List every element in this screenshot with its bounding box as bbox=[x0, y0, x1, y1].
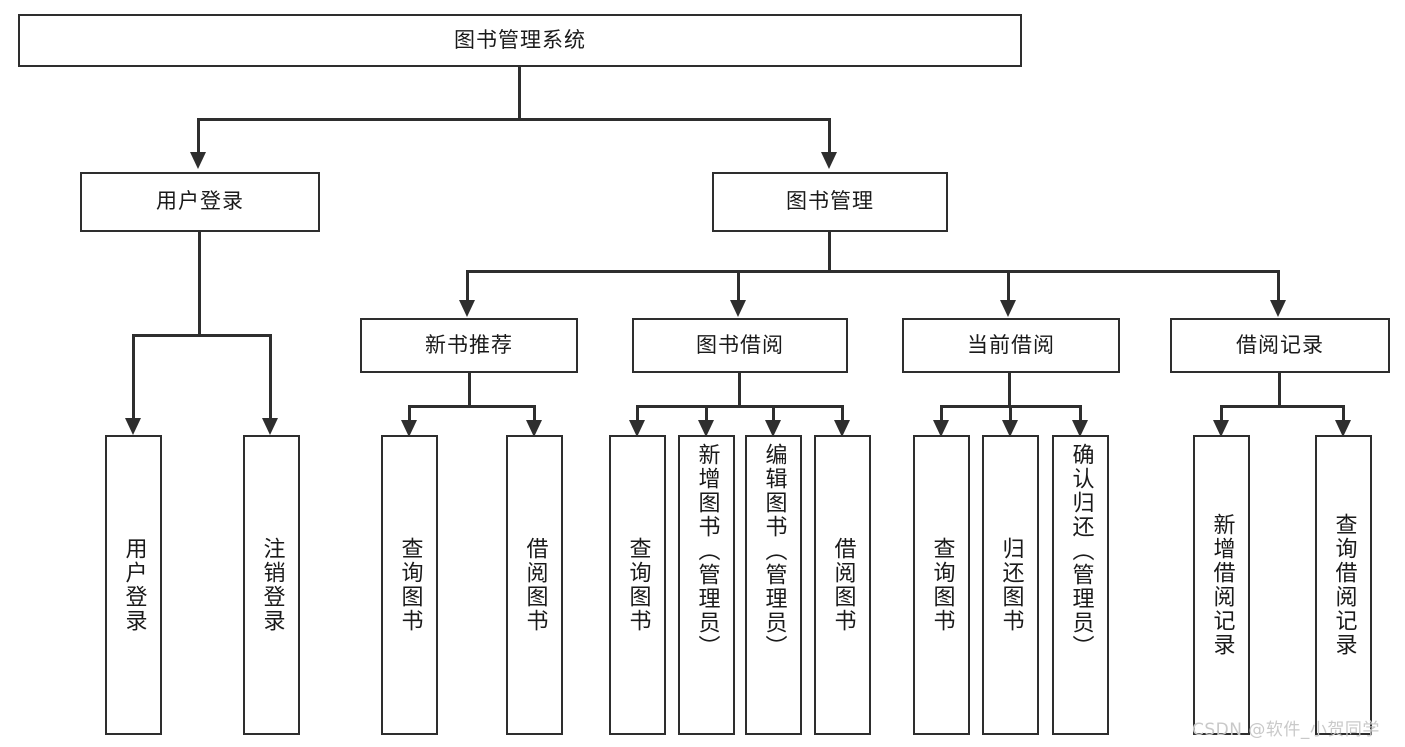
arrow-to-user-login bbox=[190, 152, 206, 169]
leaf-label: 新增借阅记录 bbox=[1209, 513, 1235, 657]
leaf-add-book-admin[interactable]: 新增图书（管理员） bbox=[678, 435, 735, 735]
connector-user-login-drop-1 bbox=[132, 334, 135, 420]
arrow-to-leaf-confirm-return bbox=[1072, 420, 1088, 437]
leaf-query-book-current[interactable]: 查询图书 bbox=[913, 435, 970, 735]
arrow-to-new-book-recommend bbox=[459, 300, 475, 317]
node-label: 图书借阅 bbox=[696, 332, 784, 357]
node-current-borrow[interactable]: 当前借阅 bbox=[902, 318, 1120, 373]
leaf-label: 查询借阅记录 bbox=[1331, 513, 1357, 657]
leaf-label: 编辑图书（管理员） bbox=[761, 443, 787, 659]
node-book-management[interactable]: 图书管理 bbox=[712, 172, 948, 232]
connector-bb-drop-1 bbox=[636, 405, 639, 423]
node-borrow-record[interactable]: 借阅记录 bbox=[1170, 318, 1390, 373]
arrow-to-leaf-add-borrow-record bbox=[1213, 420, 1229, 437]
leaf-label: 查询图书 bbox=[625, 537, 651, 633]
connector-current-borrow-stem bbox=[1008, 373, 1011, 407]
connector-level3-drop-4 bbox=[1277, 270, 1280, 302]
leaf-borrow-book-borrow[interactable]: 借阅图书 bbox=[814, 435, 871, 735]
connector-root-drop-right bbox=[828, 118, 831, 154]
arrow-to-leaf-query-book-2 bbox=[629, 420, 645, 437]
connector-new-book-recommend-bus bbox=[408, 405, 536, 408]
arrow-to-book-borrow bbox=[730, 300, 746, 317]
node-label: 图书管理 bbox=[786, 189, 874, 214]
connector-book-borrow-stem bbox=[738, 373, 741, 407]
arrow-to-book-management bbox=[821, 152, 837, 169]
leaf-borrow-book-recommend[interactable]: 借阅图书 bbox=[506, 435, 563, 735]
node-label: 当前借阅 bbox=[967, 332, 1055, 357]
node-new-book-recommend[interactable]: 新书推荐 bbox=[360, 318, 578, 373]
connector-book-management-stem bbox=[828, 232, 831, 272]
arrow-to-current-borrow bbox=[1000, 300, 1016, 317]
connector-user-login-bus bbox=[132, 334, 272, 337]
leaf-label: 借阅图书 bbox=[522, 537, 548, 633]
connector-bb-drop-4 bbox=[841, 405, 844, 423]
node-label: 新书推荐 bbox=[425, 332, 513, 357]
leaf-edit-book-admin[interactable]: 编辑图书（管理员） bbox=[745, 435, 802, 735]
connector-level3-drop-2 bbox=[737, 270, 740, 302]
connector-borrow-record-bus bbox=[1220, 405, 1345, 408]
leaf-query-book-borrow[interactable]: 查询图书 bbox=[609, 435, 666, 735]
connector-cb-drop-2 bbox=[1009, 405, 1012, 423]
node-label: 图书管理系统 bbox=[454, 27, 586, 52]
connector-nbr-drop-2 bbox=[533, 405, 536, 423]
leaf-label: 用户登录 bbox=[121, 537, 147, 633]
connector-bb-drop-3 bbox=[772, 405, 775, 423]
watermark-csdn: CSDN @软件_小贺同学 bbox=[1192, 720, 1380, 740]
connector-br-drop-1 bbox=[1220, 405, 1223, 423]
leaf-logout[interactable]: 注销登录 bbox=[243, 435, 300, 735]
connector-level3-drop-1 bbox=[466, 270, 469, 302]
arrow-to-leaf-add-book bbox=[698, 420, 714, 437]
node-book-borrow[interactable]: 图书借阅 bbox=[632, 318, 848, 373]
leaf-user-login[interactable]: 用户登录 bbox=[105, 435, 162, 735]
connector-book-borrow-bus bbox=[636, 405, 844, 408]
leaf-label: 新增图书（管理员） bbox=[694, 443, 720, 659]
connector-borrow-record-stem bbox=[1278, 373, 1281, 407]
arrow-to-leaf-edit-book bbox=[765, 420, 781, 437]
arrow-to-borrow-record bbox=[1270, 300, 1286, 317]
leaf-add-borrow-record[interactable]: 新增借阅记录 bbox=[1193, 435, 1250, 735]
arrow-to-leaf-query-book-3 bbox=[933, 420, 949, 437]
connector-root-bus bbox=[197, 118, 831, 121]
arrow-to-leaf-user-login bbox=[125, 418, 141, 435]
connector-root-drop-left bbox=[197, 118, 200, 154]
connector-cb-drop-3 bbox=[1079, 405, 1082, 423]
node-root-book-management-system[interactable]: 图书管理系统 bbox=[18, 14, 1022, 67]
connector-nbr-drop-1 bbox=[408, 405, 411, 423]
connector-cb-drop-1 bbox=[940, 405, 943, 423]
connector-bb-drop-2 bbox=[705, 405, 708, 423]
leaf-query-borrow-record[interactable]: 查询借阅记录 bbox=[1315, 435, 1372, 735]
leaf-label: 归还图书 bbox=[998, 537, 1024, 633]
connector-level3-drop-3 bbox=[1007, 270, 1010, 302]
node-label: 借阅记录 bbox=[1236, 332, 1324, 357]
leaf-label: 查询图书 bbox=[397, 537, 423, 633]
arrow-to-leaf-query-book-1 bbox=[401, 420, 417, 437]
leaf-label: 确认归还（管理员） bbox=[1068, 443, 1094, 659]
node-user-login[interactable]: 用户登录 bbox=[80, 172, 320, 232]
connector-user-login-stem bbox=[198, 232, 201, 336]
arrow-to-leaf-query-borrow-record bbox=[1335, 420, 1351, 437]
node-label: 用户登录 bbox=[156, 189, 244, 214]
connector-br-drop-2 bbox=[1342, 405, 1345, 423]
leaf-label: 查询图书 bbox=[929, 537, 955, 633]
leaf-return-book[interactable]: 归还图书 bbox=[982, 435, 1039, 735]
connector-new-book-recommend-stem bbox=[468, 373, 471, 407]
leaf-label: 借阅图书 bbox=[830, 537, 856, 633]
arrow-to-leaf-borrow-book-2 bbox=[834, 420, 850, 437]
arrow-to-leaf-borrow-book-1 bbox=[526, 420, 542, 437]
leaf-confirm-return-admin[interactable]: 确认归还（管理员） bbox=[1052, 435, 1109, 735]
arrow-to-leaf-return-book bbox=[1002, 420, 1018, 437]
arrow-to-leaf-logout bbox=[262, 418, 278, 435]
leaf-query-book-recommend[interactable]: 查询图书 bbox=[381, 435, 438, 735]
leaf-label: 注销登录 bbox=[259, 537, 285, 633]
connector-user-login-drop-2 bbox=[269, 334, 272, 420]
connector-level3-bus bbox=[466, 270, 1280, 273]
connector-root-stem bbox=[518, 67, 521, 120]
